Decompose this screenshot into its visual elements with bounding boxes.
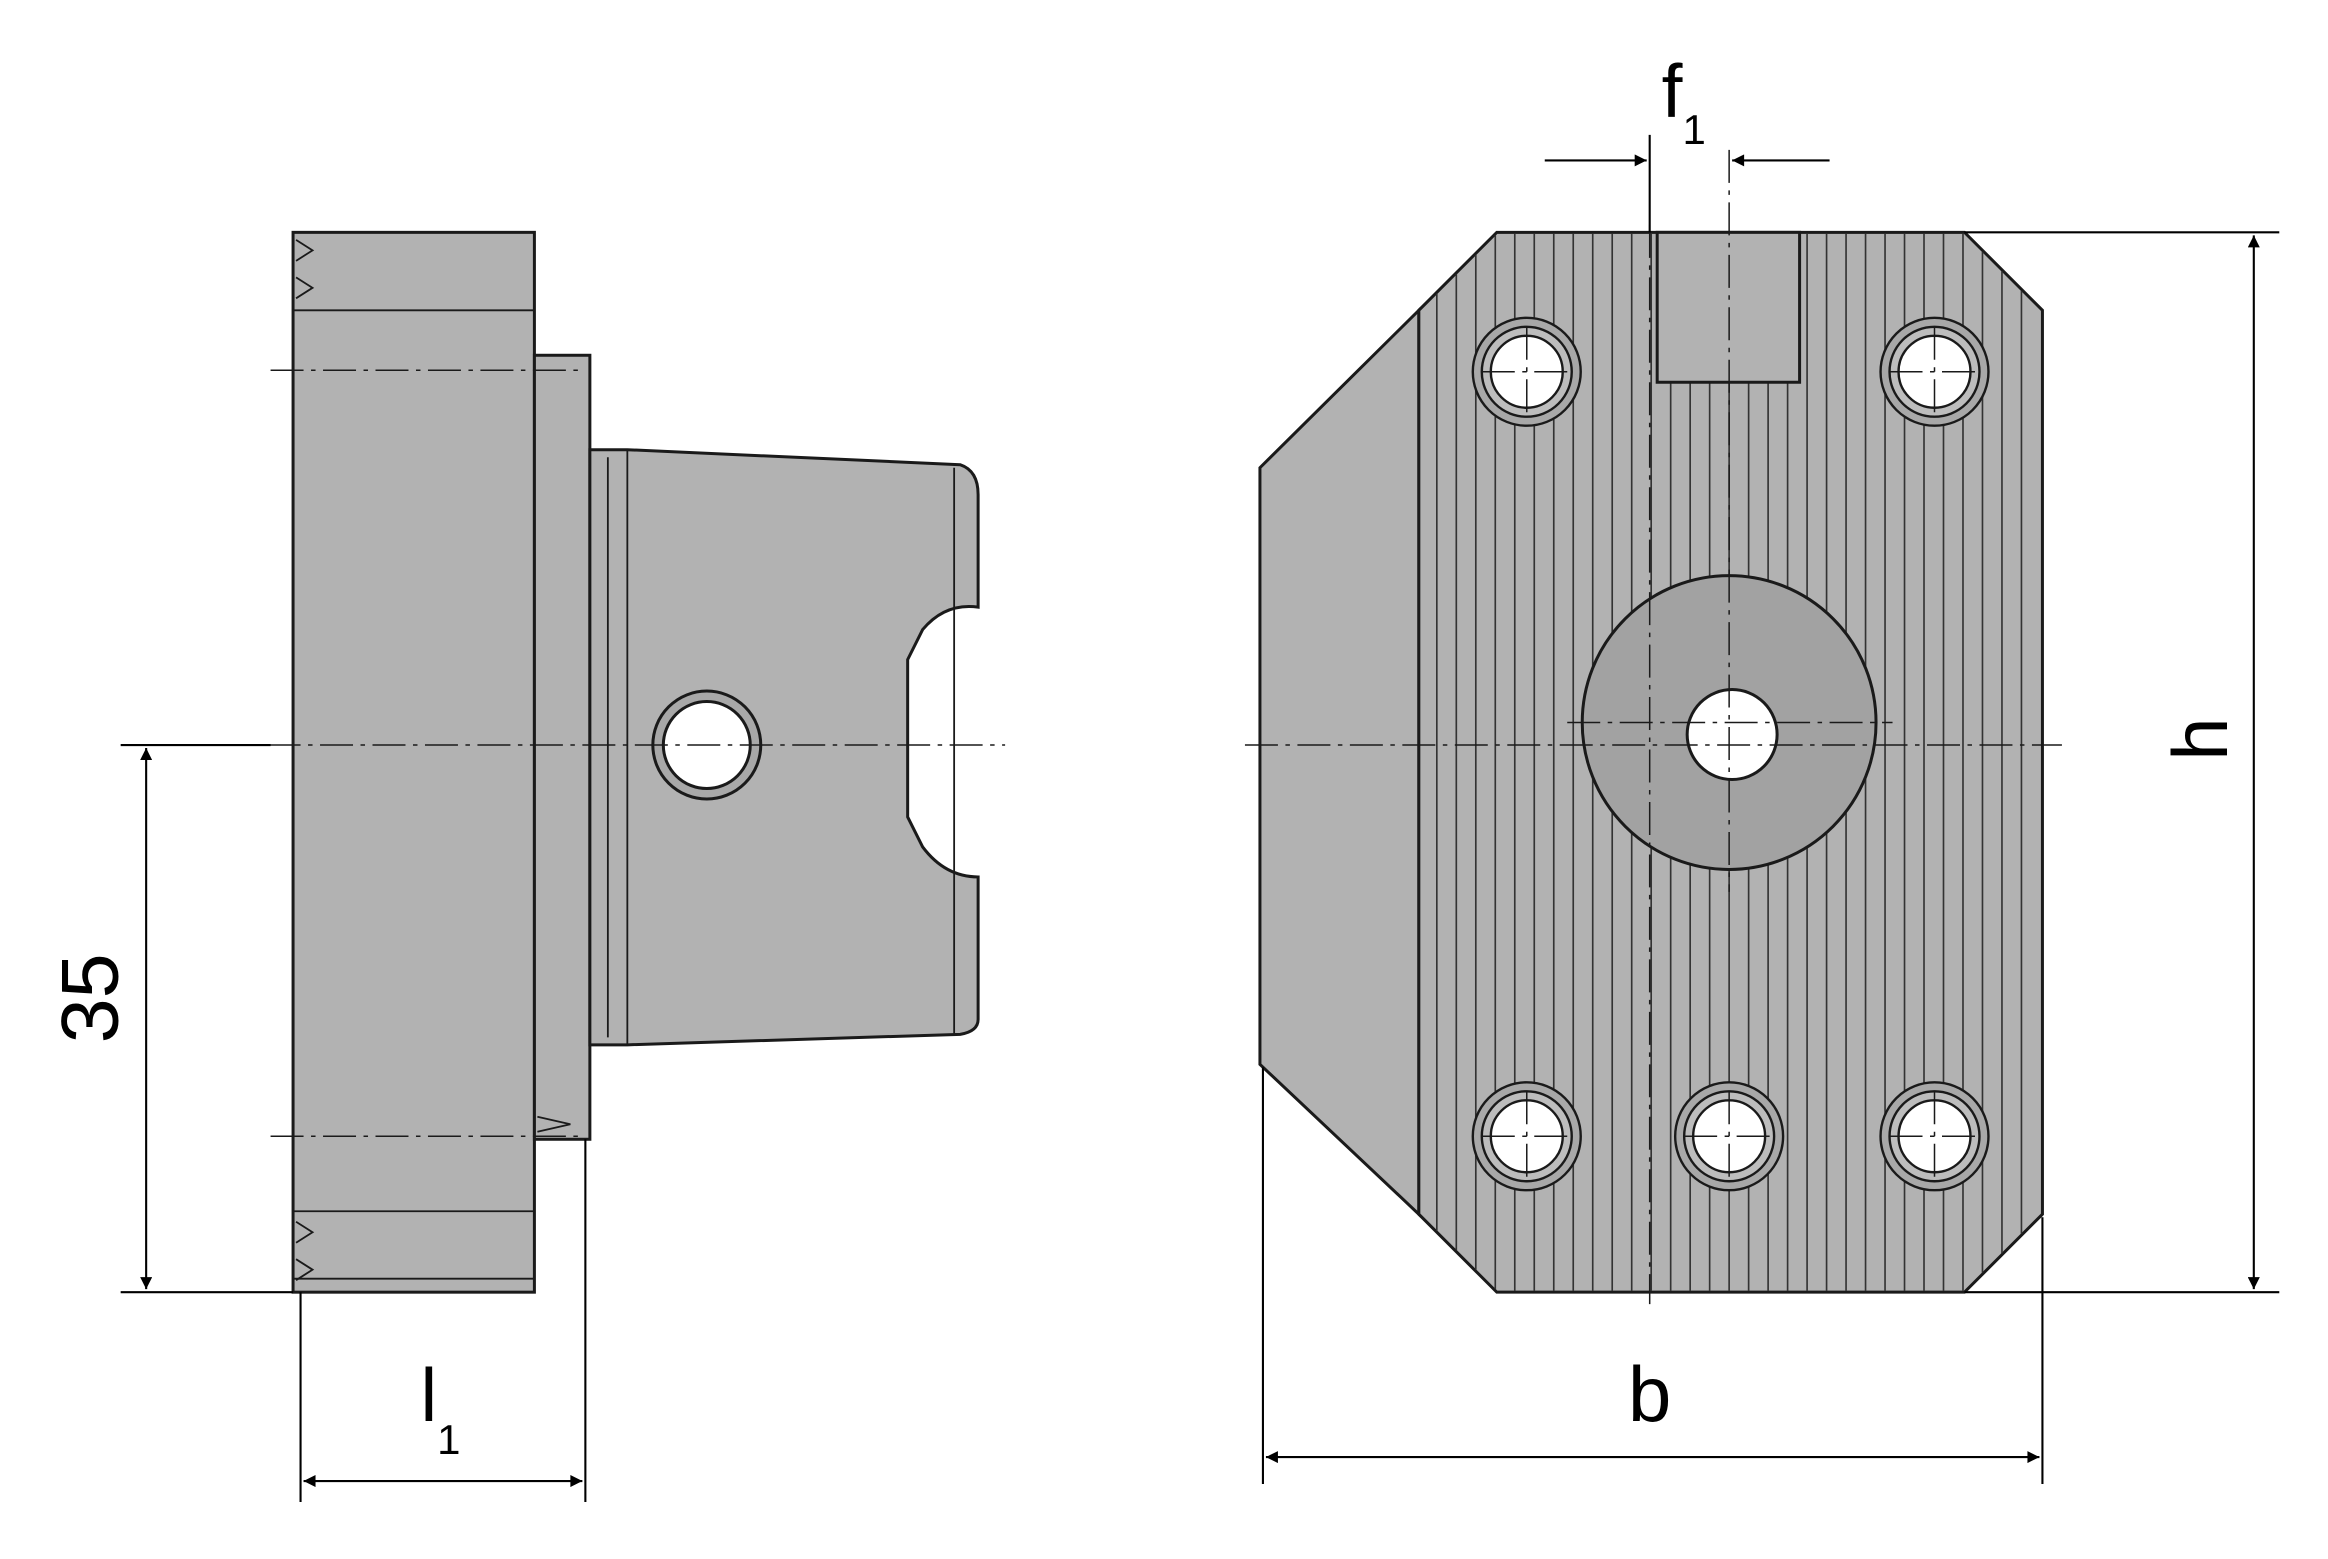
svg-text:l1: l1: [420, 1353, 460, 1463]
dimension-b: b: [1261, 1067, 2044, 1485]
shank: [588, 448, 980, 1047]
dimension-f1: f1: [1544, 49, 1830, 233]
flange: [291, 230, 536, 1294]
dim-35-label: 35: [46, 953, 136, 1043]
bolt-hole: [1879, 316, 1990, 427]
dim-l-subscript: 1: [437, 1416, 460, 1463]
dim-l-label: l: [420, 1353, 437, 1437]
step: [532, 353, 592, 1141]
chamfer-face: [1258, 306, 1421, 1218]
dim-f-label: f: [1662, 49, 1683, 133]
svg-text:f1: f1: [1662, 49, 1706, 153]
bolt-hole: [1471, 316, 1582, 427]
bolt-hole: [1471, 1081, 1582, 1192]
side-view: [267, 230, 1006, 1294]
dim-h-label: h: [2156, 717, 2244, 760]
bolt-hole: [1879, 1081, 1990, 1192]
dimension-l1: l1: [299, 1139, 587, 1503]
bolt-hole: [1673, 1081, 1785, 1192]
front-view: [1244, 149, 2062, 1305]
center-hole: [1685, 688, 1779, 781]
dimension-35: 35: [46, 743, 294, 1294]
dim-f-subscript: 1: [1683, 106, 1706, 153]
dimension-h: h: [1964, 231, 2280, 1294]
dim-b-label: b: [1628, 1350, 1671, 1438]
